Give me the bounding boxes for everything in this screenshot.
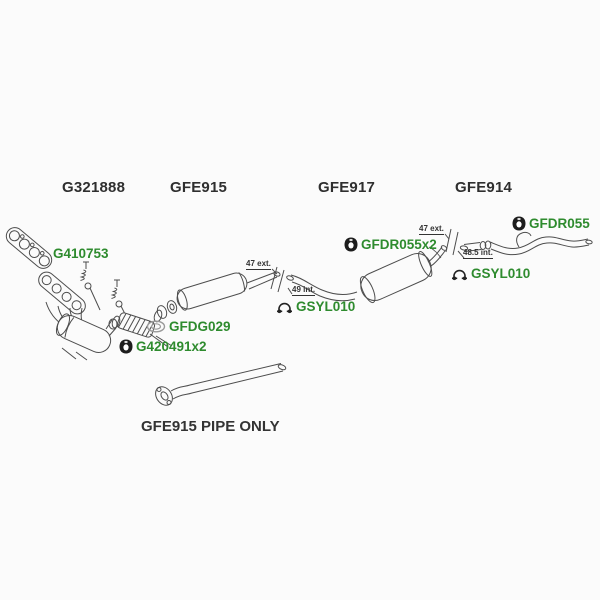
- hanger-icon: [344, 237, 358, 252]
- gasket-icon: [146, 320, 166, 333]
- center-resonator-drawing: [176, 271, 281, 311]
- section-label-gfe915[interactable]: GFE915: [170, 179, 228, 196]
- part-number: GFDG029: [169, 319, 231, 334]
- part-number: GFDR055x2: [361, 236, 437, 252]
- clamp-icon: [276, 299, 293, 314]
- flange-gasket-rings-drawing: [156, 300, 178, 319]
- rear-joint-cut-marks: [444, 228, 465, 259]
- part-label-mid-clamp[interactable]: GSYL010: [276, 299, 355, 314]
- section-label-gfe917[interactable]: GFE917: [318, 179, 376, 196]
- flex-pipe-drawing: [111, 309, 173, 348]
- section-label-gfe914[interactable]: GFE914: [455, 179, 513, 196]
- part-label-front-hanger[interactable]: G420491x2: [119, 339, 207, 354]
- part-label-rear-clamp[interactable]: GSYL010: [451, 266, 530, 281]
- tailpipe-drawing: [459, 231, 593, 256]
- measurement-rear-int: 48.5 int.: [463, 248, 493, 259]
- part-number: GSYL010: [296, 298, 356, 314]
- mid-joint-cut-marks: [270, 266, 293, 295]
- pipe-only-label: GFE915 PIPE ONLY: [141, 418, 280, 435]
- part-number: G410753: [53, 246, 109, 261]
- section-label-g321888[interactable]: G321888: [62, 179, 126, 196]
- part-label-mid-hanger[interactable]: GFDR055x2: [344, 237, 437, 252]
- measurement-mid-int: 49 int.: [292, 285, 316, 296]
- part-number: G420491x2: [136, 338, 207, 354]
- pipe-only-drawing: [155, 363, 287, 406]
- part-number: GFDR055: [529, 215, 590, 231]
- part-number: GSYL010: [471, 265, 531, 281]
- part-label-flange-gasket[interactable]: GFDG029: [146, 320, 231, 334]
- manifold-gasket-drawing: [5, 227, 53, 269]
- hanger-icon: [512, 216, 526, 231]
- manifold-catalyst-drawing: [38, 261, 129, 361]
- measurement-rear-ext: 47 ext.: [419, 224, 444, 235]
- part-label-rear-hanger[interactable]: GFDR055: [512, 216, 590, 231]
- mid-muffler-drawing: [286, 245, 448, 304]
- hanger-icon: [119, 339, 133, 354]
- part-label-manifold-gasket[interactable]: G410753: [53, 247, 109, 261]
- measurement-mid-ext: 47 ext.: [246, 259, 271, 270]
- clamp-icon: [451, 266, 468, 281]
